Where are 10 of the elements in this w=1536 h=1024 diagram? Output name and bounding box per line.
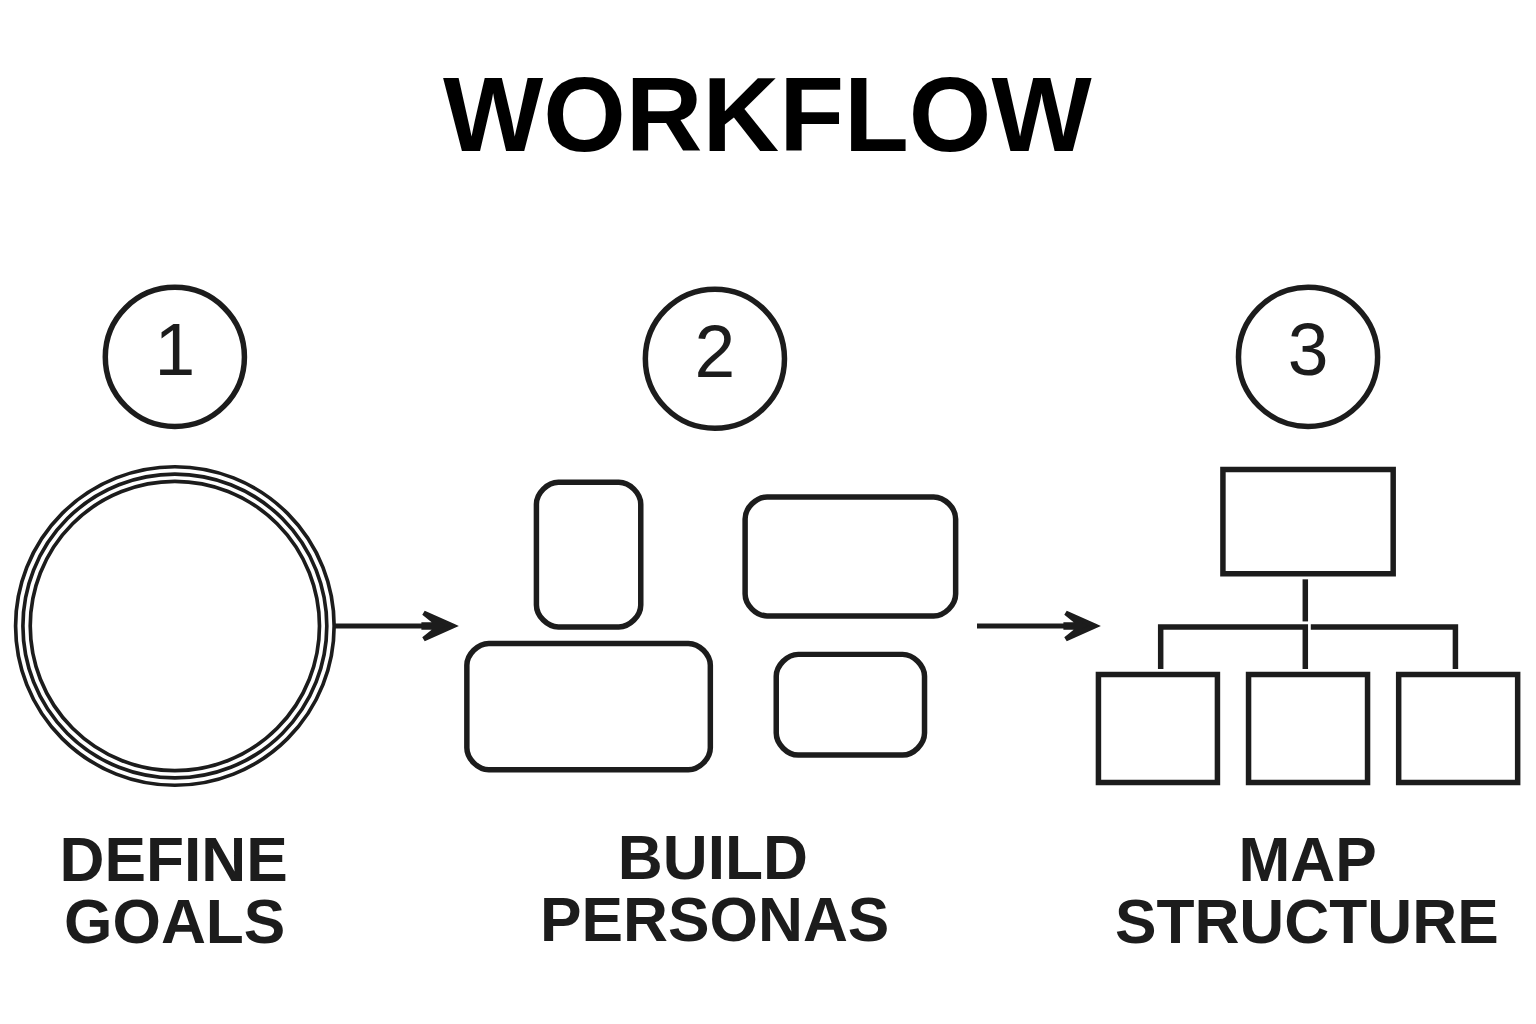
node-picture xyxy=(13,464,336,787)
node-circle: 2 xyxy=(642,285,788,431)
node-circle: 1 xyxy=(102,284,248,429)
node-label: MAP STRUCTURE xyxy=(1114,824,1499,956)
node-circle: 3 xyxy=(1235,284,1381,429)
node-label: BUILD PERSONAS xyxy=(540,822,890,954)
arrow xyxy=(334,609,456,642)
diagram-title: WORKFLOW xyxy=(443,54,1092,173)
arrow xyxy=(977,609,1098,642)
node-label: DEFINE GOALS xyxy=(59,824,288,956)
